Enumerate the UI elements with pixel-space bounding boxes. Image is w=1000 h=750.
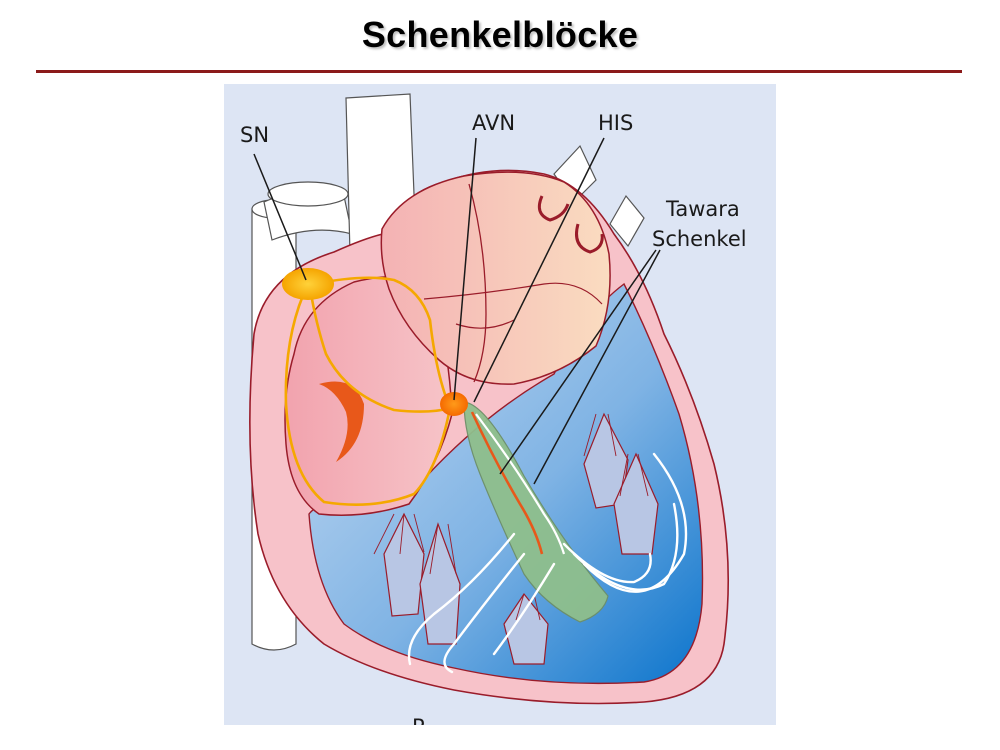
conduction-pathways — [284, 276, 452, 506]
label-his: HIS — [598, 111, 633, 135]
label-bottom-cut: P — [412, 715, 425, 725]
label-avn: AVN — [472, 111, 515, 135]
his-bundle — [463, 401, 609, 623]
chordae-tendineae — [373, 413, 649, 621]
label-sn: SN — [240, 123, 269, 147]
purkinje-fibers — [407, 452, 688, 674]
valve-cusp-2 — [575, 223, 604, 254]
leader-lines — [253, 137, 661, 485]
sa-node — [282, 268, 334, 300]
valve-cusp-1 — [537, 195, 570, 222]
label-tawara: Tawara — [665, 197, 740, 221]
slide-title: Schenkelblöcke — [361, 14, 639, 55]
bundle-branch-right — [475, 413, 566, 555]
upper-chambers — [380, 171, 611, 385]
heart-illustration: SN AVN HIS Tawara Schenkel P — [240, 93, 747, 725]
crescent-marking — [319, 381, 364, 462]
av-node — [440, 392, 468, 416]
bundle-branch-left — [470, 411, 544, 555]
papillary-muscles — [383, 412, 659, 665]
heart-conduction-figure: SN AVN HIS Tawara Schenkel P — [224, 84, 776, 725]
label-schenkel: Schenkel — [652, 227, 747, 251]
title-divider — [36, 70, 962, 73]
